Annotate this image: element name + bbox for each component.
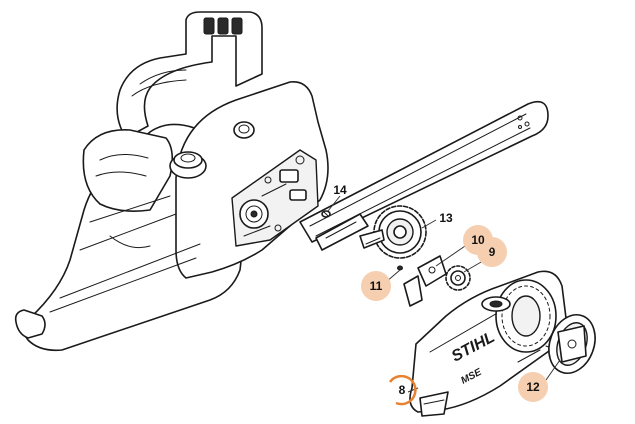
- motor-housing: [14, 11, 329, 352]
- part-14-screw: [321, 210, 331, 218]
- callout-number: 11: [370, 279, 383, 293]
- callout-10: 10: [463, 225, 493, 255]
- callout-labels: 8 9 10 11 12 13 14: [333, 183, 548, 406]
- callout-number: 9: [489, 245, 496, 259]
- callout-number: 8: [399, 383, 406, 397]
- callout-11: 11: [361, 271, 391, 301]
- callout-14: 14: [333, 183, 347, 197]
- guide-bar: [299, 100, 549, 251]
- callout-number: 12: [526, 380, 540, 394]
- callout-8: 8: [388, 374, 417, 406]
- callout-highlight: [463, 225, 493, 255]
- callout-number: 14: [333, 183, 347, 197]
- part-8-sprocket-cover: STIHL MSE: [409, 270, 568, 417]
- drive-mechanism: [231, 149, 319, 247]
- callout-12: 12: [518, 372, 548, 402]
- callout-highlight: [361, 271, 391, 301]
- callout-highlight-ring: [388, 374, 417, 406]
- callout-highlight: [518, 372, 548, 402]
- callout-number: 10: [471, 233, 485, 247]
- part-9-gear: [445, 265, 471, 291]
- callout-13: 13: [439, 211, 453, 225]
- part-12-cover-knob: [548, 314, 596, 374]
- part-11-screw: [397, 265, 403, 271]
- callout-number: 13: [439, 211, 453, 225]
- part-13-sprocket: [359, 205, 427, 259]
